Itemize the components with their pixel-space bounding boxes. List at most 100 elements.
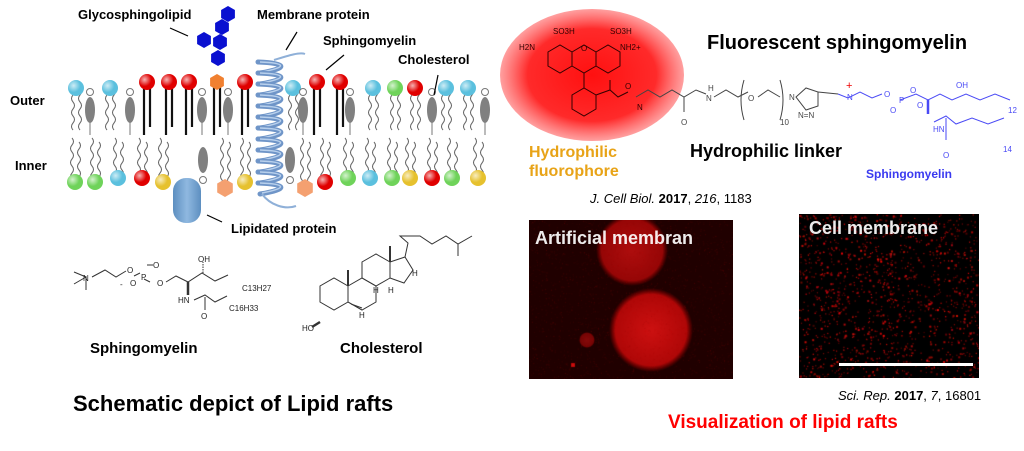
ref-journal: J. Cell Biol. (590, 191, 656, 206)
probe-title: Fluorescent sphingomyelin (707, 32, 967, 54)
ref-journal: Sci. Rep. (838, 388, 891, 403)
cell-membrane-micrograph (799, 214, 979, 378)
helix-highlight (259, 138, 282, 150)
atom-label: O (943, 151, 949, 160)
atom-label: O (127, 266, 133, 275)
reference-jcb: J. Cell Biol. 2017, 216, 1183 (590, 191, 752, 206)
artificial-membrane-micrograph (529, 220, 733, 379)
atom-label: O (157, 279, 163, 288)
atom-label: N (637, 103, 643, 112)
cholesterol-name: Cholesterol (340, 340, 423, 357)
linker-label: Hydrophilic linker (690, 141, 842, 161)
ref-volume: 216 (694, 191, 717, 206)
head-highlight (387, 80, 403, 96)
sphingomyelin-part-structure (837, 91, 1011, 140)
fluorophore-label-line1: Hydrophilic (529, 144, 617, 161)
helix-highlight (259, 149, 282, 161)
atom-label: H (359, 311, 365, 320)
atom-label: N (847, 93, 853, 102)
helix-highlight (259, 83, 282, 95)
lipid-tail (227, 141, 231, 185)
label-lipidated-protein: Lipidated protein (231, 221, 337, 236)
atom-label: P (141, 273, 146, 282)
ref-year: 2017 (658, 191, 688, 206)
atom-label: N (83, 274, 89, 283)
glycosphingolipid-head (210, 74, 224, 90)
atom-label: NH2+ (620, 43, 641, 52)
cholesterol-head (199, 176, 207, 184)
atom-label: O (201, 312, 207, 321)
lipid-head (297, 179, 313, 197)
lipid-bilayer (67, 74, 490, 197)
lipid-tail (295, 87, 299, 131)
lipid-tail (417, 87, 421, 131)
atom-label: O (625, 82, 631, 91)
atom-label: OH (956, 81, 968, 90)
helix-highlight (259, 127, 282, 139)
cholesterol-body (223, 97, 233, 123)
cholesterol-body (198, 147, 208, 173)
helix-highlight (259, 61, 282, 73)
atom-label: O (884, 90, 890, 99)
head-highlight (102, 80, 118, 96)
atom-label: O (130, 279, 136, 288)
lipidated-protein-shape (173, 178, 201, 223)
sphingomyelin-structure (73, 262, 229, 310)
membrane-protein-helix (255, 52, 306, 209)
lipid-tail (375, 87, 379, 131)
atom-label: O (917, 101, 923, 110)
head-highlight (424, 170, 440, 186)
label-cholesterol: Cholesterol (398, 52, 470, 67)
label-outer: Outer (10, 93, 45, 108)
atom-label: O (890, 106, 896, 115)
lipid-tail (300, 137, 304, 188)
atom-label: 10 (780, 118, 789, 127)
ref-volume: 7 (930, 388, 938, 403)
artificial-membrane-image: Artificial membran (529, 220, 733, 379)
head-highlight (155, 174, 171, 190)
head-highlight (362, 170, 378, 186)
cholesterol-head (126, 88, 134, 96)
cholesterol-body (85, 97, 95, 123)
head-highlight (438, 80, 454, 96)
atom-label: O (153, 261, 159, 270)
label-glycosphingolipid: Glycosphingolipid (78, 7, 191, 22)
atom-label: N=N (798, 111, 814, 120)
head-highlight (110, 170, 126, 186)
image-title: Artificial membran (535, 228, 694, 248)
head-highlight (332, 74, 348, 90)
head-highlight (407, 80, 423, 96)
scale-bar (839, 363, 973, 366)
fluorophore-label-line2: fluorophore (529, 163, 619, 180)
atom-label: H2N (519, 43, 535, 52)
head-highlight (309, 74, 325, 90)
fluorophore-glow (500, 9, 684, 141)
atom-label: HN (933, 125, 945, 134)
cholesterol-body (480, 97, 490, 123)
cell-membrane-image: Cell membrane (799, 214, 979, 378)
atom-label: H (388, 286, 394, 295)
glycan-chain (197, 6, 235, 66)
cholesterol-body (345, 97, 355, 123)
cholesterol-head (198, 88, 206, 96)
atom-label: - (120, 280, 123, 289)
atom-label: C16H33 (229, 304, 259, 313)
atom-label: P (899, 96, 904, 105)
cholesterol-head (286, 176, 294, 184)
head-highlight (285, 80, 301, 96)
helix-highlight (259, 182, 282, 194)
label-inner: Inner (15, 158, 47, 173)
atom-label: 12 (1008, 106, 1017, 115)
pointer-lines (169, 27, 439, 223)
lipid-tail (470, 87, 474, 131)
atom-label: N (706, 94, 712, 103)
sugar-hexagon (215, 19, 229, 35)
cholesterol-body (427, 97, 437, 123)
atom-label: + (846, 80, 852, 92)
linker-structure (635, 79, 839, 121)
helix-highlight (259, 72, 282, 84)
atom-label: SO3H (553, 27, 575, 36)
cholesterol-body (298, 97, 308, 123)
head-highlight (67, 174, 83, 190)
head-highlight (237, 74, 253, 90)
